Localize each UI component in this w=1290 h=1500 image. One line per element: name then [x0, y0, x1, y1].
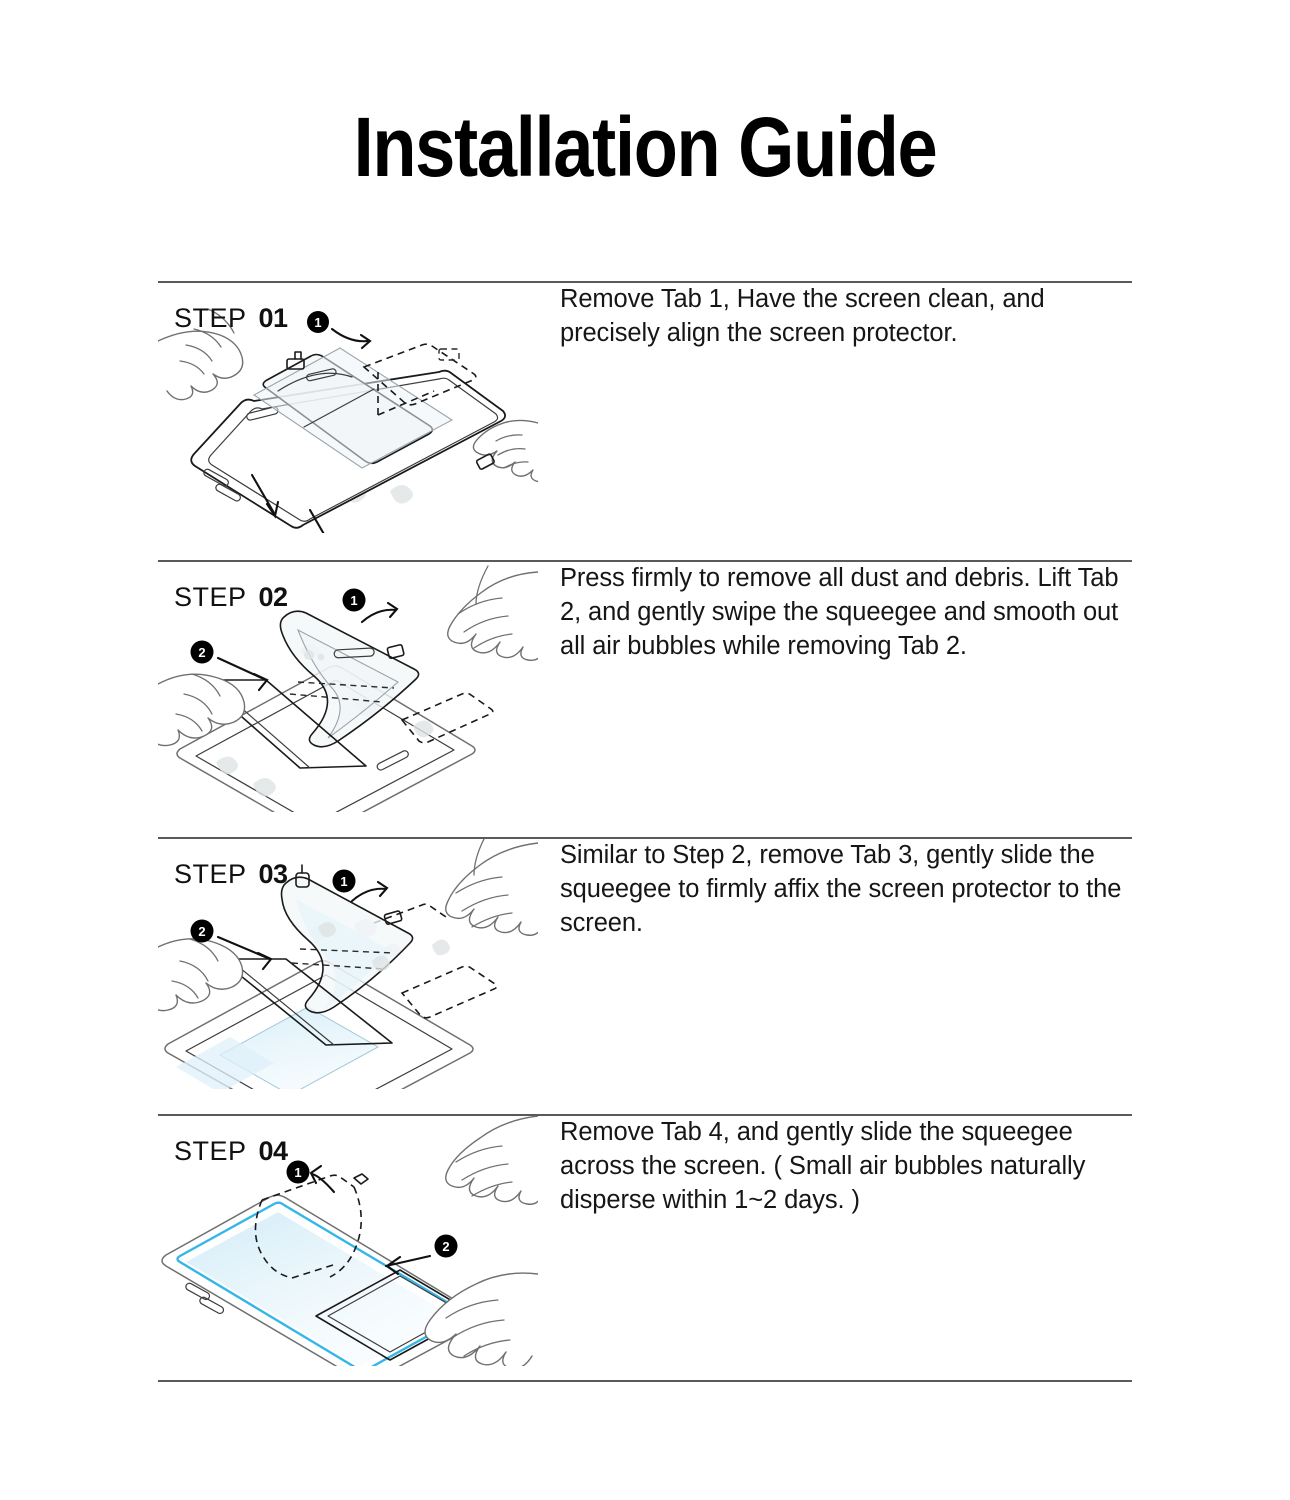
- callout-badge-1: 1: [307, 311, 372, 350]
- alignment-arrows: [250, 473, 325, 533]
- step-1-illustration: 1: [158, 308, 538, 533]
- screen-protector-film: [252, 347, 454, 469]
- hand-right-bottom: [424, 1272, 538, 1366]
- step-description: Remove Tab 4, and gently slide the squee…: [560, 1118, 1086, 1214]
- liner-dashed-outline: [254, 1174, 362, 1279]
- step-label-number: 02: [258, 582, 289, 612]
- hand-left: [158, 308, 244, 401]
- callout-badge-1: 1: [332, 869, 389, 903]
- step-illustration-container: STEP 03: [158, 839, 538, 1089]
- divider-top: [158, 281, 1132, 283]
- step-3-illustration: 1 2: [158, 839, 538, 1089]
- hand-right-top: [353, 1116, 538, 1205]
- step-label-number: 03: [258, 859, 289, 889]
- hand-right: [445, 839, 538, 936]
- svg-text:2: 2: [198, 924, 205, 939]
- steps-container: STEP 01: [158, 281, 1132, 1382]
- film-dashed-outline: [373, 903, 498, 1019]
- step-illustration-container: STEP 01: [158, 283, 538, 533]
- step-label-number: 04: [258, 1136, 289, 1166]
- divider-after-step-1: [158, 560, 1132, 562]
- step-label-word: STEP: [174, 582, 247, 612]
- hand-left: [158, 673, 246, 747]
- step-label: STEP 04: [174, 1138, 288, 1165]
- svg-text:2: 2: [442, 1239, 449, 1254]
- step-label: STEP 02: [174, 584, 288, 611]
- step-description-container: Similar to Step 2, remove Tab 3, gently …: [538, 839, 1132, 941]
- step-description-container: Remove Tab 4, and gently slide the squee…: [538, 1116, 1132, 1218]
- step-description: Press firmly to remove all dust and debr…: [560, 564, 1119, 660]
- hand-right: [447, 565, 538, 661]
- step-label: STEP 01: [174, 305, 288, 332]
- svg-text:1: 1: [294, 1165, 301, 1180]
- step-2-illustration: 1 2: [158, 565, 538, 812]
- svg-text:2: 2: [198, 645, 205, 660]
- callout-badge-2: 2: [190, 640, 269, 692]
- callout-badge-1: 1: [342, 588, 399, 624]
- step-illustration-container: STEP 02: [158, 562, 538, 812]
- screen-protector-film: [279, 610, 420, 748]
- step-row: STEP 01: [158, 283, 1132, 560]
- hand-right: [472, 419, 538, 483]
- step-description: Similar to Step 2, remove Tab 3, gently …: [560, 841, 1122, 937]
- step-illustration-container: STEP 04: [158, 1116, 538, 1366]
- callout-badge-2: 2: [384, 1234, 458, 1276]
- squeegee-card: [219, 958, 393, 1046]
- step-label-word: STEP: [174, 859, 247, 889]
- film-dashed-outline: [362, 343, 477, 416]
- step-description-container: Press firmly to remove all dust and debr…: [538, 562, 1132, 664]
- page-title: Installation Guide: [353, 100, 938, 194]
- step-label-word: STEP: [174, 303, 247, 333]
- svg-text:1: 1: [314, 315, 321, 330]
- step-label-number: 01: [258, 303, 289, 333]
- step-row: STEP 03: [158, 839, 1132, 1114]
- screen-protector-film: [280, 864, 414, 1014]
- step-4-illustration: 1 2: [161, 1116, 538, 1366]
- svg-text:1: 1: [340, 874, 347, 889]
- callout-badge-2: 2: [190, 919, 273, 971]
- step-label-word: STEP: [174, 1136, 247, 1166]
- divider-after-step-3: [158, 1114, 1132, 1116]
- step-row: STEP 04: [158, 1116, 1132, 1380]
- hand-left: [158, 938, 244, 1012]
- film-dashed-outline: [400, 692, 494, 744]
- applied-film-tinted: [176, 1006, 380, 1089]
- callout-badge-1: 1: [286, 1160, 336, 1194]
- step-label: STEP 03: [174, 861, 288, 888]
- step-description: Remove Tab 1, Have the screen clean, and…: [560, 285, 1045, 347]
- divider-after-step-2: [158, 837, 1132, 839]
- step-description-container: Remove Tab 1, Have the screen clean, and…: [538, 283, 1132, 351]
- step-row: STEP 02: [158, 562, 1132, 837]
- svg-text:1: 1: [350, 593, 357, 608]
- divider-bottom: [158, 1380, 1132, 1382]
